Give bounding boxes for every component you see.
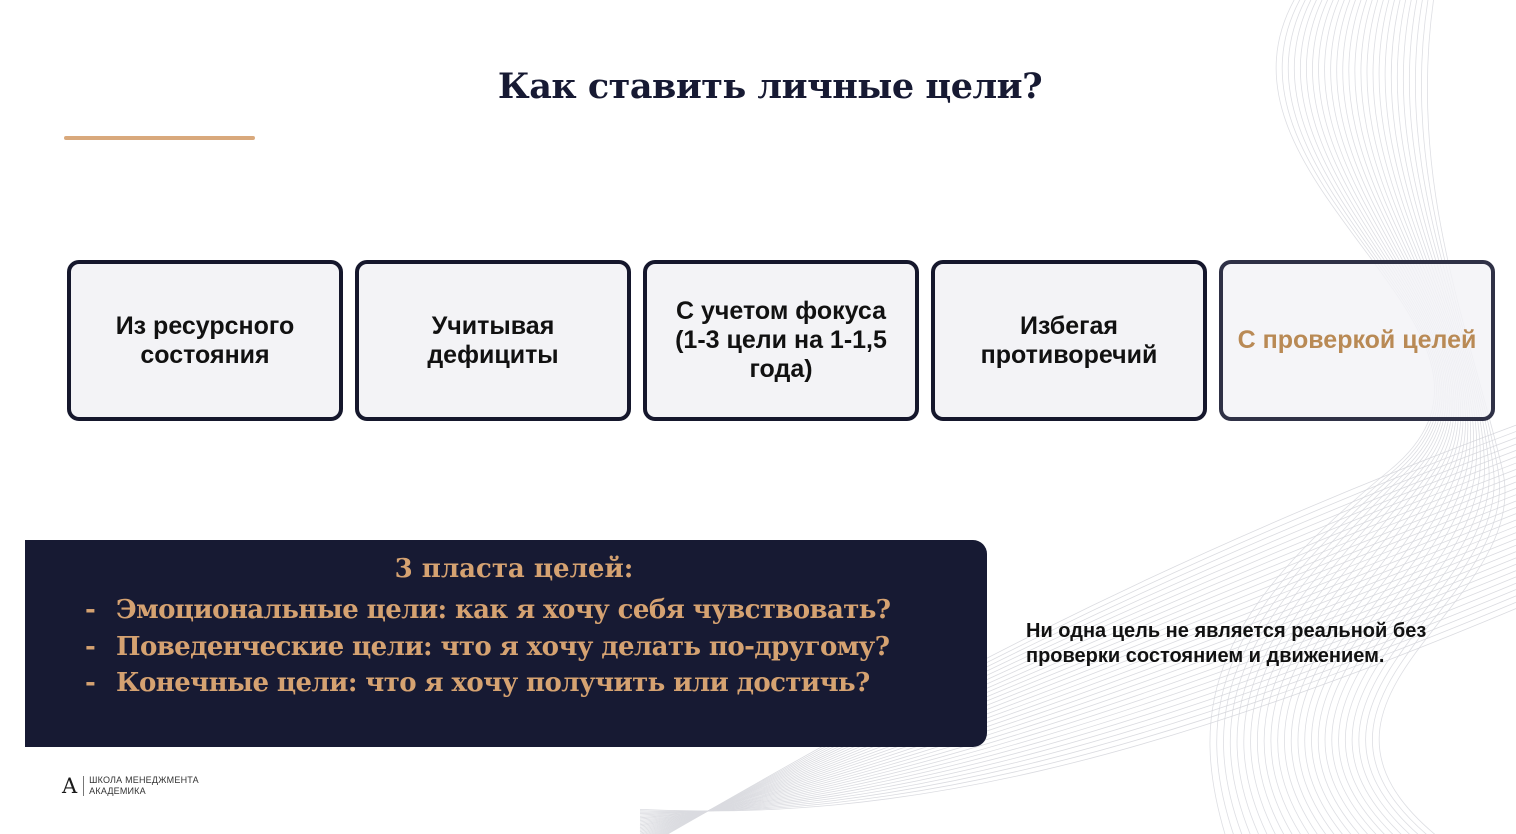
goal-check-note: Ни одна цель не является реальной без пр… xyxy=(1026,620,1427,667)
step-card-label: Учитывая дефициты xyxy=(427,311,559,369)
list-item-text: Конечные цели: что я хочу получить или д… xyxy=(116,668,870,698)
step-card-goal-check: С проверкой целей xyxy=(1219,260,1495,421)
slide-title: Как ставить личные цели? xyxy=(497,66,1043,107)
step-card-deficits: Учитывая дефициты xyxy=(355,260,631,421)
goal-layers-box: 3 пласта целей: -Эмоциональные цели: как… xyxy=(25,540,987,747)
logo-divider xyxy=(83,776,85,796)
step-card-focus: С учетом фокуса (1-3 цели на 1-1,5 года) xyxy=(643,260,919,421)
step-card-avoid-contradictions: Избегая противоречий xyxy=(931,260,1207,421)
step-card-label: С учетом фокуса (1-3 цели на 1-1,5 года) xyxy=(675,297,887,383)
school-logo: A ШКОЛА МЕНЕДЖМЕНТА АКАДЕМИКА xyxy=(62,774,199,798)
step-card-label: Из ресурсного состояния xyxy=(115,311,295,369)
list-item: -Эмоциональные цели: как я хочу себя чув… xyxy=(85,592,891,629)
goal-setting-steps: Из ресурсного состояния Учитывая дефицит… xyxy=(67,260,1497,421)
goal-layers-title: 3 пласта целей: xyxy=(394,554,634,584)
logo-text-line: ШКОЛА МЕНЕДЖМЕНТА xyxy=(89,775,199,785)
logo-text-line: АКАДЕМИКА xyxy=(89,786,146,796)
step-card-label: С проверкой целей xyxy=(1237,326,1477,354)
list-item: -Конечные цели: что я хочу получить или … xyxy=(85,665,890,702)
list-item: -Поведенческие цели: что я хочу делать п… xyxy=(85,629,890,666)
bullet-dash: - xyxy=(85,595,96,625)
title-accent-line xyxy=(64,136,255,140)
bullet-dash: - xyxy=(85,631,96,662)
list-item-text: Эмоциональные цели: как я хочу себя чувс… xyxy=(116,595,891,625)
goal-layers-list: -Эмоциональные цели: как я хочу себя чув… xyxy=(85,592,891,702)
list-item-text: Поведенческие цели: что я хочу делать по… xyxy=(116,631,890,662)
step-card-label: Избегая противоречий xyxy=(980,311,1158,369)
logo-mark-icon: A xyxy=(62,774,78,798)
bullet-dash: - xyxy=(85,668,96,698)
logo-text: ШКОЛА МЕНЕДЖМЕНТА АКАДЕМИКА xyxy=(89,775,199,797)
step-card-resource-state: Из ресурсного состояния xyxy=(67,260,343,421)
